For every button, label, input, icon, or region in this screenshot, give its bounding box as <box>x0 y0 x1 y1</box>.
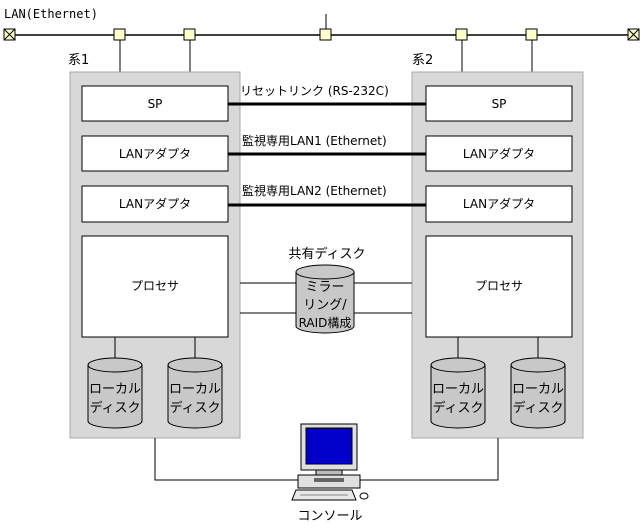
console-label: コンソール <box>297 509 362 524</box>
system2-lan-adapter-1-label: LANアダプタ <box>463 146 535 161</box>
console-computer-icon <box>291 423 369 501</box>
console-link-s1 <box>154 438 300 481</box>
system2-local-disk-2-line2: ディスク <box>512 400 563 416</box>
system1-local-disk-1-line1: ローカル <box>89 382 141 397</box>
system1-lan-adapter-1-label: LANアダプタ <box>119 146 191 161</box>
system1-local-disk-2-line2: ディスク <box>169 400 220 416</box>
system1-local-disk-1-icon <box>87 357 143 429</box>
console-link-s2 <box>350 438 499 481</box>
system1-label: 系1 <box>68 53 89 68</box>
shared-disk-label: 共有ディスク <box>288 246 365 262</box>
system1-processor-label: プロセサ <box>131 279 179 293</box>
monitor-lan2-label: 監視専用LAN2 (Ethernet) <box>242 183 387 198</box>
lan-terminator-left-icon <box>3 28 16 41</box>
system2-label: 系2 <box>412 53 433 68</box>
system2-lan-adapter-2-label: LANアダプタ <box>463 196 535 211</box>
monitor-lan1-label: 監視専用LAN1 (Ethernet) <box>242 133 387 148</box>
system1-lan-adapter-2-label: LANアダプタ <box>119 196 191 211</box>
system1-sp-label: SP <box>148 97 163 111</box>
lan-connector <box>183 28 196 41</box>
lan-connector <box>455 28 468 41</box>
lan-connector <box>319 28 332 41</box>
system2-sp-box <box>425 85 573 122</box>
system2-processor-label: プロセサ <box>475 279 523 293</box>
lan-label: LAN(Ethernet) <box>4 7 98 21</box>
shared-disk-icon <box>295 264 355 334</box>
shared-disk-line1: ミラー <box>305 280 344 295</box>
reset-link-label: リセットリンク (RS-232C) <box>240 84 389 98</box>
system1-processor <box>81 235 229 338</box>
lan-connector <box>525 28 538 41</box>
system2-local-disk-1-icon <box>430 357 486 429</box>
lan-terminator-right-icon <box>627 28 640 41</box>
system2-local-disk-2-icon <box>510 357 566 429</box>
system2-processor <box>425 235 573 338</box>
shared-disk-line2: リング/ <box>303 298 347 313</box>
system1-local-disk-1-line2: ディスク <box>89 400 140 416</box>
system2-local-disk-1-line2: ディスク <box>432 400 483 416</box>
system2-local-disk-2-line1: ローカル <box>512 382 564 397</box>
shared-disk-line3: RAID構成 <box>299 316 352 330</box>
system1-local-disk-2-icon <box>167 357 223 429</box>
system2-local-disk-1-line1: ローカル <box>432 382 484 397</box>
lan-connector <box>113 28 126 41</box>
system1-lan-adapter-2 <box>81 185 229 223</box>
system1-lan-adapter-1 <box>81 135 229 172</box>
system1-local-disk-2-line1: ローカル <box>169 382 221 397</box>
system2-lan-adapter-2 <box>425 185 573 223</box>
system1-sp-box <box>81 85 229 122</box>
system2-sp-label: SP <box>492 97 507 111</box>
